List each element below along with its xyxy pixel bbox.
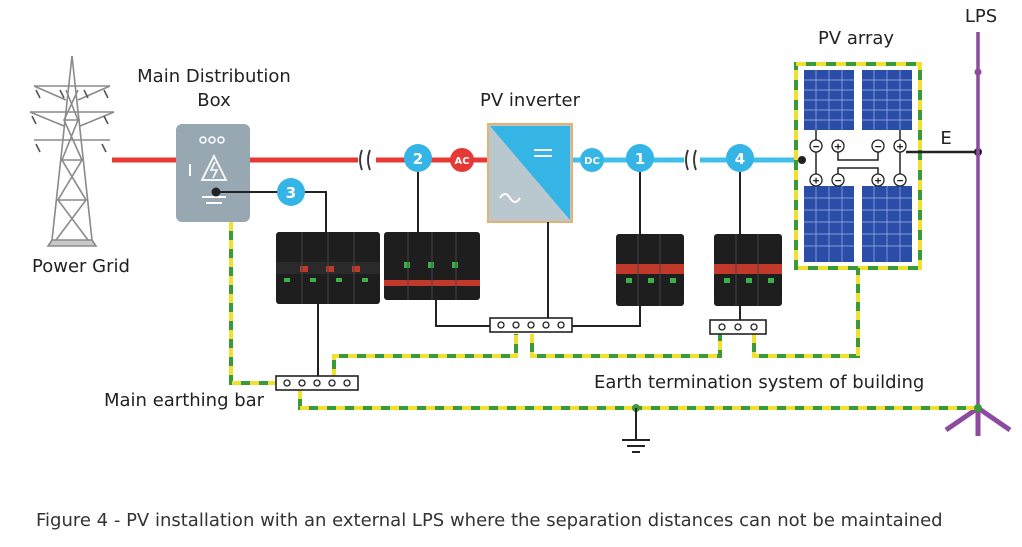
- surge-protective-device-icon: [276, 232, 380, 304]
- pv-panel-icon: [804, 70, 912, 262]
- lightning-rod-icon: [944, 32, 1012, 436]
- svg-text:4: 4: [735, 150, 745, 168]
- svg-text:DC: DC: [584, 156, 600, 167]
- spd-badge-1: 1: [626, 144, 654, 172]
- earthing-bar-icon: [489, 317, 573, 333]
- spd-wiring: [211, 172, 741, 378]
- svg-text:+: +: [897, 140, 904, 153]
- earth-termination-label: Earth termination system of building: [594, 372, 924, 393]
- power-grid-label: Power Grid: [32, 256, 130, 277]
- spd-badge-3: 3: [277, 178, 305, 206]
- surge-protective-device-icon: [616, 234, 684, 306]
- pv-inverter-icon: [487, 123, 573, 223]
- surge-protective-device-icon: [384, 232, 480, 300]
- pv-array-label: PV array: [818, 28, 894, 49]
- transmission-tower-icon: [29, 55, 115, 247]
- dc-badge: DC: [580, 148, 604, 172]
- main-distribution-box-label: Main Distribution: [137, 66, 291, 87]
- e-label: E: [940, 128, 951, 149]
- ground-symbol-icon: [622, 408, 650, 453]
- surge-protective-device-icon: [714, 234, 782, 306]
- svg-text:+: +: [813, 174, 820, 187]
- ac-badge: AC: [450, 148, 474, 172]
- spd-badge-4: 4: [726, 144, 754, 172]
- distribution-box-icon: [176, 124, 250, 222]
- earthing-bar-icon: [709, 319, 767, 335]
- line-break-icon: [685, 149, 697, 171]
- svg-text:1: 1: [635, 150, 645, 168]
- svg-text:2: 2: [413, 150, 423, 168]
- figure-caption: Figure 4 - PV installation with an exter…: [36, 510, 943, 531]
- svg-text:AC: AC: [454, 156, 469, 167]
- svg-text:3: 3: [286, 184, 296, 202]
- earthing-bar-icon: [275, 375, 359, 391]
- line-break-icon: [359, 149, 371, 171]
- earth-conductors: [229, 222, 978, 410]
- main-earthing-bar-label: Main earthing bar: [104, 390, 265, 411]
- svg-text:−: −: [897, 174, 904, 187]
- main-distribution-box-label-2: Box: [197, 90, 231, 111]
- svg-text:−: −: [875, 140, 882, 153]
- svg-text:+: +: [875, 174, 882, 187]
- pv-array: − + − + + − + −: [794, 62, 922, 270]
- pv-inverter-label: PV inverter: [480, 90, 581, 111]
- svg-text:+: +: [835, 140, 842, 153]
- svg-text:−: −: [835, 174, 842, 187]
- svg-text:−: −: [813, 140, 820, 153]
- spd-badge-2: 2: [404, 144, 432, 172]
- lps-label: LPS: [965, 6, 997, 27]
